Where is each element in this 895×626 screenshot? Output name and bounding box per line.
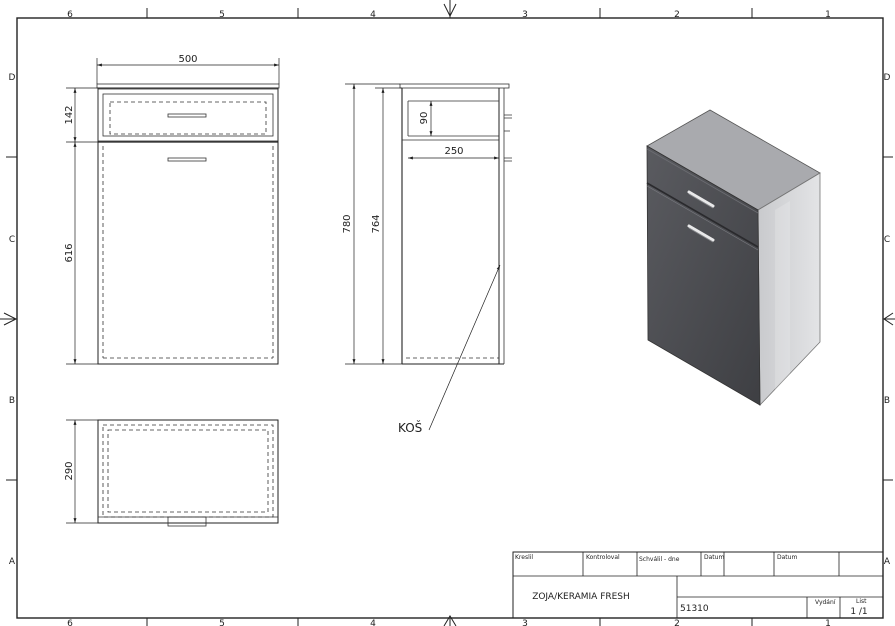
callout-basket-label: KOŠ [398, 420, 422, 435]
dim-inner-drawer-height: 90 [419, 112, 430, 125]
zone-row-d-right: D [884, 73, 891, 83]
zone-labels-left: D C B A [9, 73, 16, 567]
dim-top-view-depth: 290 [64, 461, 75, 480]
zone-row-c-left: C [9, 235, 15, 245]
tb-sheet-value: 1 /1 [850, 607, 867, 617]
zone-row-b-left: B [9, 396, 15, 406]
zone-labels-right: D C B A [884, 73, 891, 567]
dim-side-body-height: 764 [371, 214, 382, 233]
dim-front-width: 500 [178, 54, 197, 65]
tb-drawn-label: Kreslil [515, 554, 533, 561]
dim-drawer-height: 142 [64, 105, 75, 124]
tb-drawing-number: 51310 [680, 604, 709, 614]
zone-col-2-top: 2 [674, 10, 680, 20]
dim-door-height: 616 [64, 243, 75, 262]
zone-col-5-bottom: 5 [219, 619, 225, 626]
zone-col-1-top: 1 [825, 10, 831, 20]
tb-checked-label: Kontroloval [586, 554, 620, 561]
top-view: 290 [64, 419, 279, 527]
zone-row-b-right: B [884, 396, 890, 406]
zone-col-4-bottom: 4 [370, 619, 376, 626]
zone-row-a-left: A [9, 557, 16, 567]
zone-col-6-top: 6 [67, 10, 73, 20]
tb-issue-label: Vydání [815, 599, 836, 606]
tb-date-label-1: Datum [704, 554, 724, 561]
zone-col-3-bottom: 3 [522, 619, 528, 626]
zone-col-4-top: 4 [370, 10, 376, 20]
zone-row-a-right: A [884, 557, 891, 567]
title-block: Kreslil Kontroloval Schválil - dne Datum… [512, 551, 884, 619]
zone-labels-top: 6 5 4 3 2 1 [67, 10, 831, 20]
cabinet-isometric-render [646, 109, 821, 406]
tb-product-name: ZOJA/KERAMIA FRESH [532, 592, 630, 602]
zone-row-d-left: D [9, 73, 16, 83]
zone-col-1-bottom: 1 [825, 619, 831, 626]
front-view: 500 142 616 [64, 54, 280, 365]
tb-sheet-label: List [856, 598, 867, 605]
zone-labels-bottom: 6 5 4 3 2 1 [67, 619, 831, 626]
zone-col-6-bottom: 6 [67, 619, 73, 626]
dim-side-total-height: 780 [342, 214, 353, 233]
zone-col-3-top: 3 [522, 10, 528, 20]
dim-inner-depth: 250 [444, 146, 463, 157]
zone-row-c-right: C [884, 235, 890, 245]
tb-date-label-2: Datum [777, 554, 797, 561]
zone-col-2-bottom: 2 [674, 619, 680, 626]
side-view: 780 764 90 250 KOŠ [342, 83, 512, 435]
zone-col-5-top: 5 [219, 10, 225, 20]
tb-approved-label: Schválil - dne [639, 556, 680, 563]
